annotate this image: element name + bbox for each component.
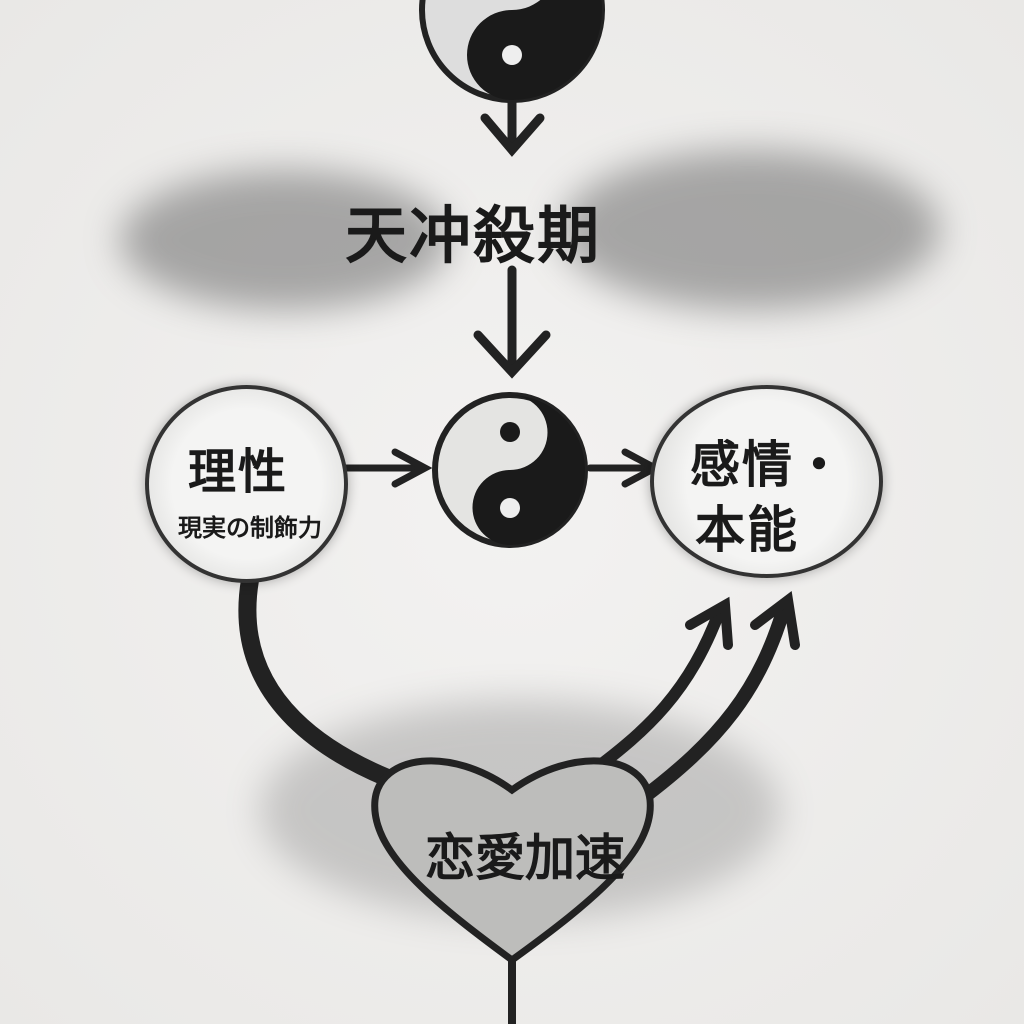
page-title: 天冲殺期 xyxy=(345,199,602,272)
yinyang-top-icon xyxy=(419,0,605,103)
ink-cloud-left xyxy=(120,170,450,310)
node-emotion-line1: 感情・ xyxy=(690,435,846,494)
yinyang-center-icon xyxy=(432,392,588,548)
node-emotion-line2: 本能 xyxy=(695,500,799,559)
node-emotion xyxy=(650,385,883,578)
node-reason-title: 理性 xyxy=(188,444,289,500)
ink-cloud-right xyxy=(560,150,940,310)
node-reason-subtitle: 現実の制飾力 xyxy=(178,513,322,542)
arrow-left-to-heart xyxy=(238,571,429,799)
heart-label: 恋愛加速 xyxy=(425,828,625,887)
heart-shape xyxy=(371,757,654,965)
node-reason xyxy=(145,385,348,583)
arrow-heart-to-right-2 xyxy=(633,598,792,807)
